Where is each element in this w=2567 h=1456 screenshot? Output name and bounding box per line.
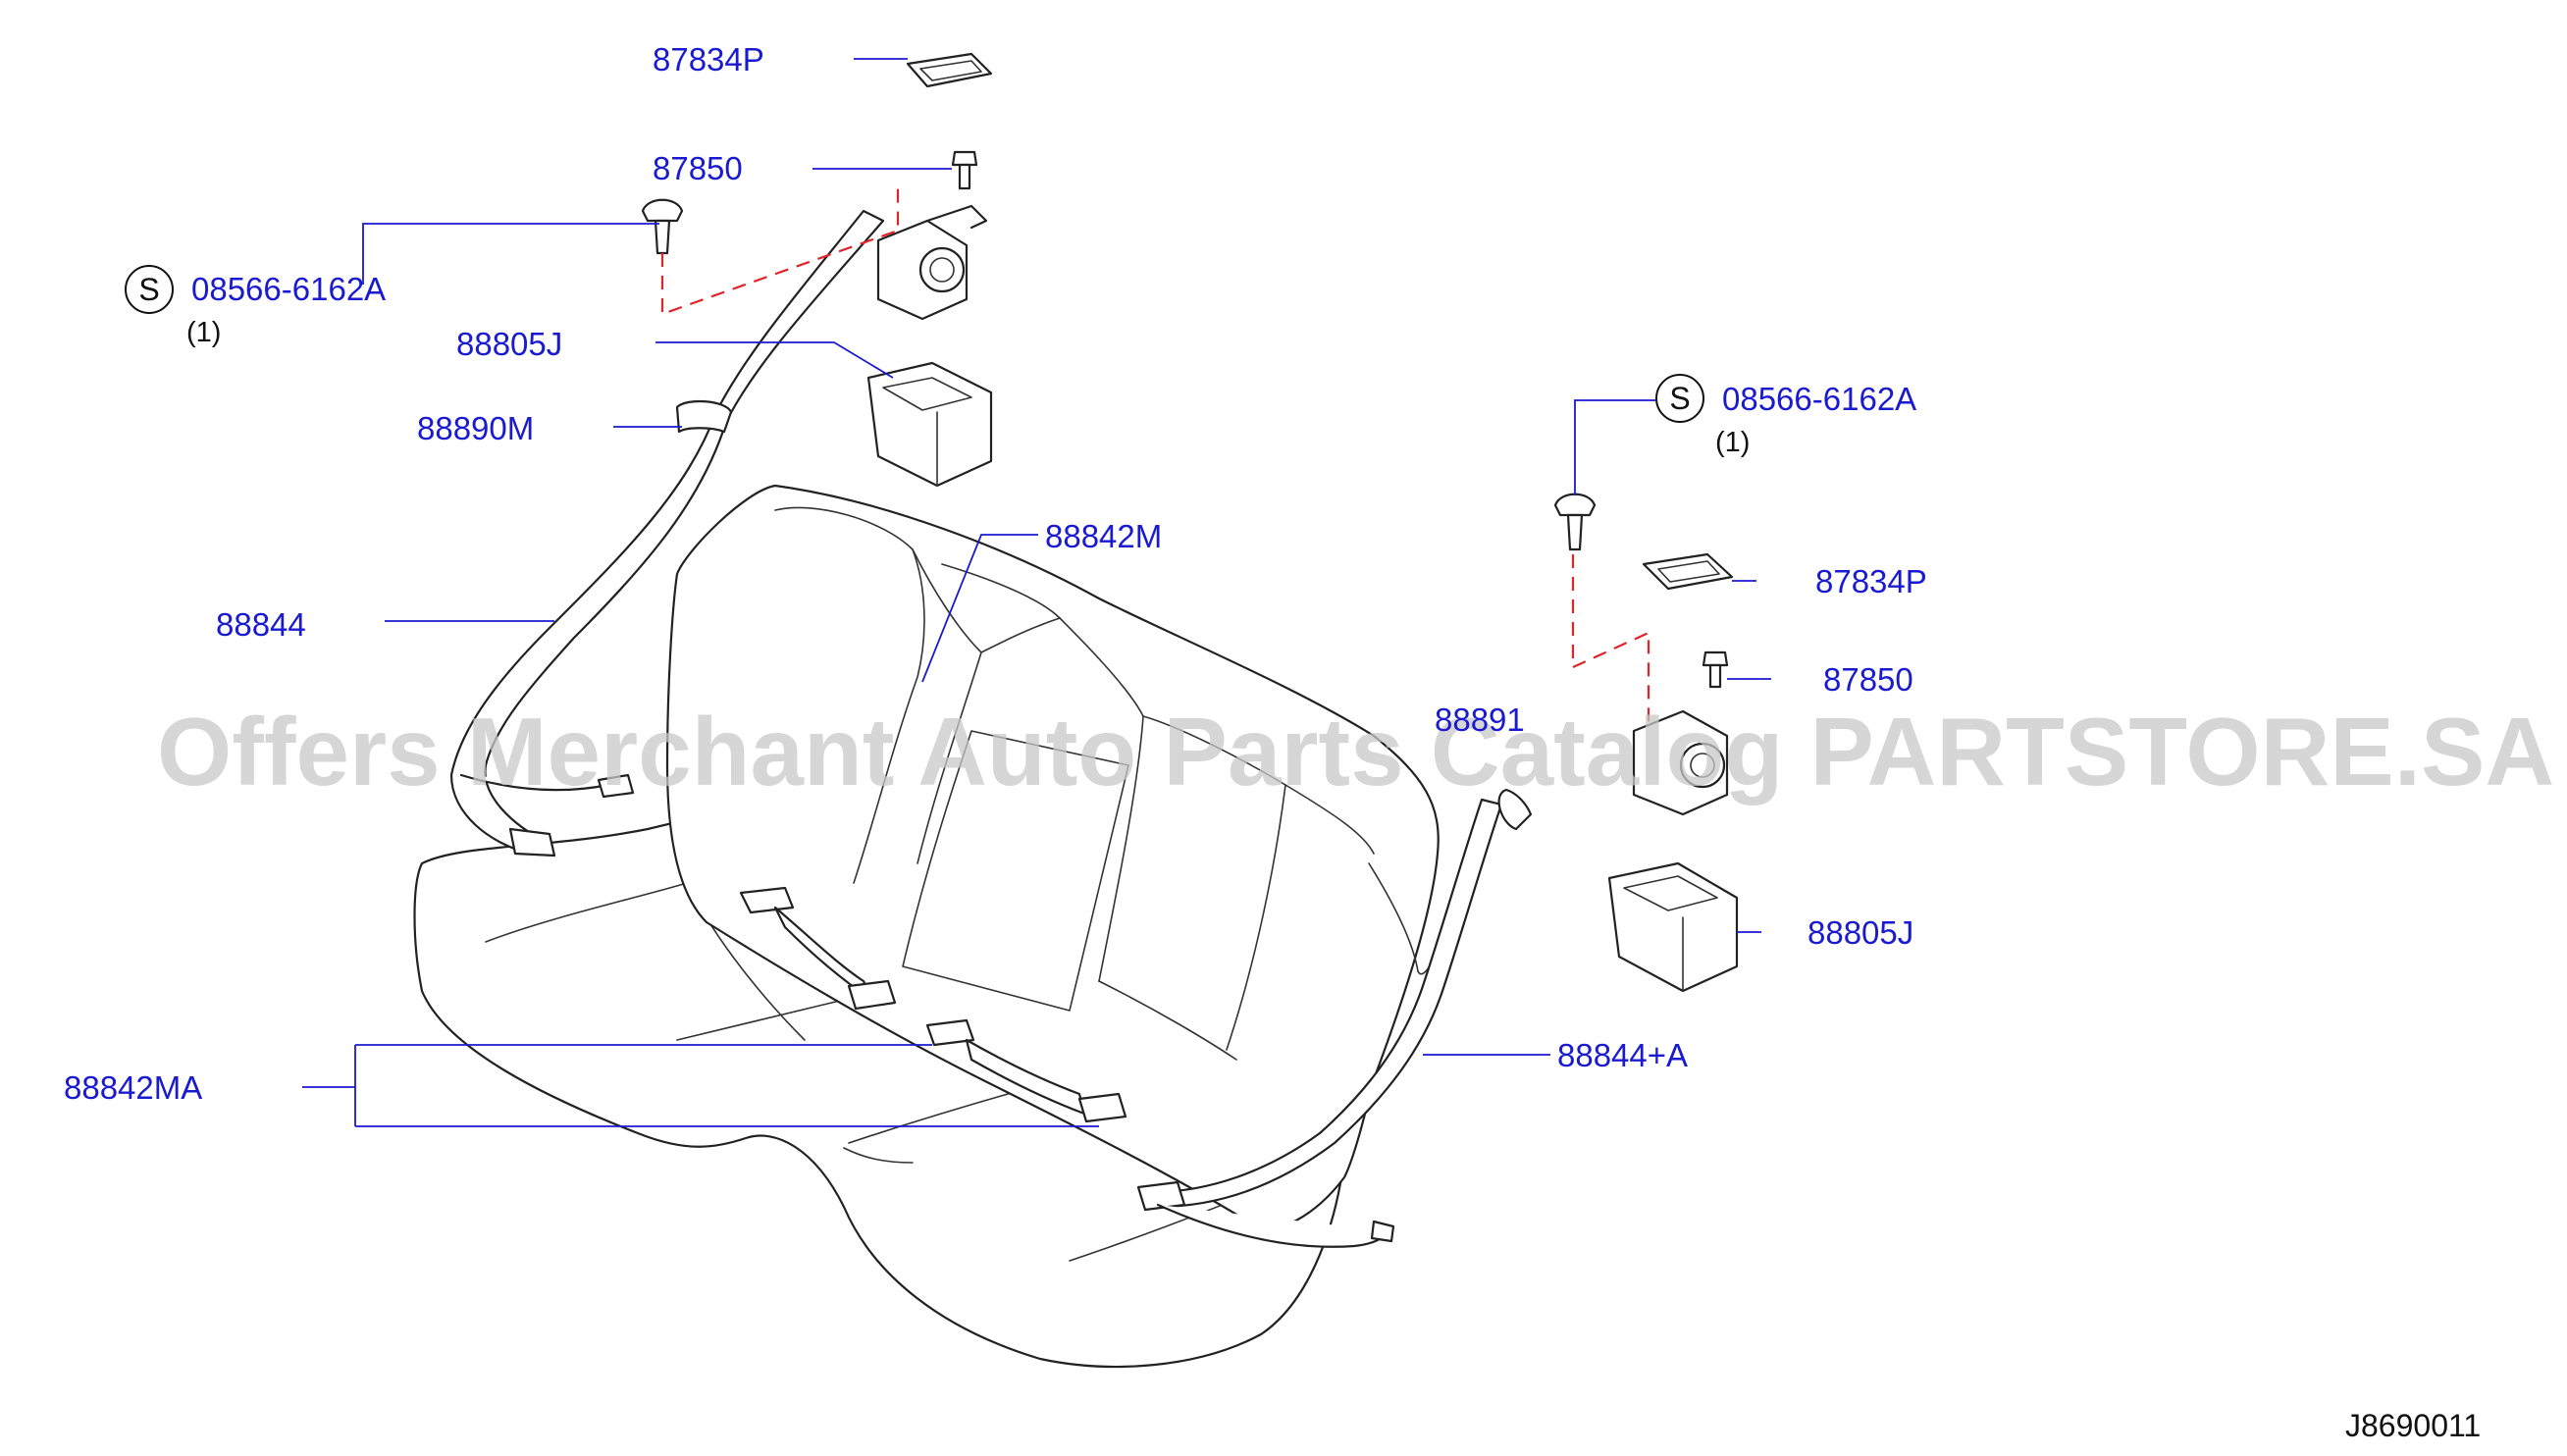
label-87850-right: 87850 xyxy=(1823,661,1913,698)
box-88805j-left xyxy=(866,361,993,488)
left-seat-belt xyxy=(449,209,885,858)
label-88842m: 88842M xyxy=(1045,518,1162,554)
s-mark-right: S xyxy=(1655,374,1704,423)
right-retractor-group xyxy=(1553,493,1739,993)
watermark: Offers Merchant Auto Parts Catalog PARTS… xyxy=(157,698,2554,806)
dashed-mount-right xyxy=(1571,554,1650,726)
right-seat-belt xyxy=(1136,788,1533,1248)
label-08566-left: 08566-6162A xyxy=(191,271,386,307)
label-88842ma: 88842MA xyxy=(64,1069,202,1106)
clip-08566-left xyxy=(641,198,684,223)
clip-08566-right xyxy=(1553,493,1597,517)
left-retractor-group xyxy=(641,52,993,488)
bolt-87850-top xyxy=(951,150,978,167)
label-88844a: 88844+A xyxy=(1557,1037,1688,1073)
label-87834p-top: 87834P xyxy=(653,41,764,78)
svg-text:S: S xyxy=(138,272,159,307)
label-88844: 88844 xyxy=(216,606,306,643)
label-87850-top: 87850 xyxy=(653,150,743,186)
seat-backrest xyxy=(665,484,1440,1230)
rear-seat-illustration xyxy=(413,484,1440,1369)
dashed-mount-left xyxy=(660,182,900,316)
cover-87834p-right xyxy=(1642,552,1734,591)
bolt-87850-right xyxy=(1702,650,1729,667)
box-88805j-right xyxy=(1607,861,1739,993)
label-08566-right: 08566-6162A xyxy=(1722,381,1916,417)
s-mark-left: S xyxy=(125,265,174,314)
svg-text:S: S xyxy=(1669,381,1690,416)
label-87834p-right: 87834P xyxy=(1815,563,1927,599)
qty-08566-left: (1) xyxy=(186,317,221,348)
center-belt-buckles xyxy=(739,886,1127,1123)
diagram-code: J8690011 xyxy=(2345,1408,2481,1443)
label-88805j-left: 88805J xyxy=(456,326,562,362)
label-88805j-right: 88805J xyxy=(1807,914,1913,951)
label-88890m: 88890M xyxy=(417,410,534,446)
qty-08566-right: (1) xyxy=(1715,427,1750,458)
label-88891: 88891 xyxy=(1435,702,1525,738)
leader-lines xyxy=(302,58,1771,1127)
cover-87834p-top xyxy=(906,52,993,88)
